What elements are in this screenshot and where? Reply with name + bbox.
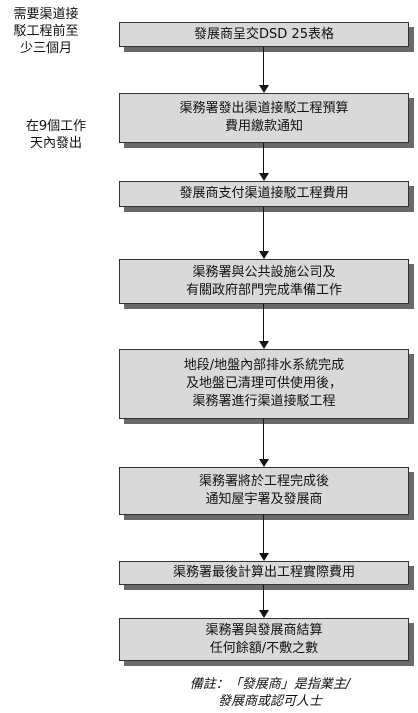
flow-step-2: 渠務署發出渠道接駁工程預算 費用繳款通知 — [119, 93, 409, 143]
flow-connector — [263, 419, 264, 459]
step-line: 費用繳款通知 — [224, 119, 303, 134]
side-note-line: 在9個工作 — [25, 119, 87, 134]
flow-step-4: 渠務署與公共設施公司及 有關政府部門完成準備工作 — [119, 259, 409, 304]
step-line: 渠務署與公共設施公司及 — [192, 264, 336, 280]
step-line: 任何餘額/不敷之數 — [209, 640, 319, 656]
flow-step-3: 發展商支付渠道接駁工程費用 — [119, 181, 409, 207]
side-note-line: 天內發出 — [29, 136, 82, 151]
arrow-down-icon — [259, 341, 269, 349]
side-note-line: 需要渠道接 — [13, 7, 79, 22]
step-line: 渠務署與發展商結算 — [205, 622, 323, 638]
flow-connector — [263, 515, 264, 553]
arrow-down-icon — [259, 459, 269, 467]
footnote: 備註：「發展商」是指業主/ 發展商或認可人士 — [150, 676, 390, 710]
arrow-down-icon — [259, 610, 269, 618]
flow-connector — [263, 143, 264, 173]
flow-step-1: 發展商呈交DSD 25表格 — [119, 22, 409, 47]
arrow-down-icon — [259, 251, 269, 259]
step-line: 發展商呈交DSD 25表格 — [194, 26, 334, 42]
footnote-line: 發展商或認可人士 — [217, 694, 322, 709]
side-note-line: 少三個月 — [19, 41, 72, 56]
step-line: 渠務署將於工程完成後 — [198, 474, 329, 489]
flow-step-5: 地段/地盤內部排水系統完成 及地盤已清理可供使用後， 渠務署進行渠道接駁工程 — [119, 349, 409, 419]
flow-connector — [263, 47, 264, 85]
flow-step-8: 渠務署與發展商結算 任何餘額/不敷之數 — [119, 618, 409, 661]
step-line: 渠務署最後計算出工程實際費用 — [172, 565, 355, 580]
step-line: 有關政府部門完成準備工作 — [185, 282, 342, 298]
step-line: 渠務署發出渠道接駁工程預算 — [179, 101, 349, 116]
flow-step-6: 渠務署將於工程完成後 通知屋宇署及發展商 — [119, 467, 409, 515]
step-line: 地段/地盤內部排水系統完成 — [183, 358, 345, 373]
footnote-line: 備註：「發展商」是指業主/ — [189, 677, 351, 692]
step-line: 發展商支付渠道接駁工程費用 — [179, 186, 349, 201]
flow-step-7: 渠務署最後計算出工程實際費用 — [119, 561, 409, 585]
flow-connector — [263, 207, 264, 251]
step-line: 通知屋宇署及發展商 — [205, 492, 323, 507]
arrow-down-icon — [259, 553, 269, 561]
step-line: 及地盤已清理可供使用後， — [185, 376, 342, 391]
arrow-down-icon — [259, 85, 269, 93]
side-note-issue-time: 在9個工作 天內發出 — [6, 118, 106, 152]
arrow-down-icon — [259, 173, 269, 181]
side-note-line: 駁工程前至 — [13, 24, 79, 39]
step-line: 渠務署進行渠道接駁工程 — [192, 394, 336, 409]
side-note-timing: 需要渠道接 駁工程前至 少三個月 — [2, 6, 90, 57]
flow-connector — [263, 585, 264, 610]
flow-connector — [263, 304, 264, 341]
